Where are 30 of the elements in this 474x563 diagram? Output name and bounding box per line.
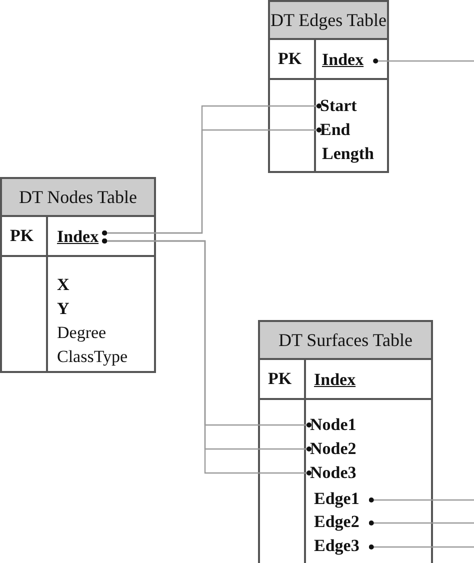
connector-line (368, 520, 474, 526)
connector-line (368, 498, 474, 502)
field-name: Degree (57, 323, 106, 343)
key-label: PK (268, 369, 292, 389)
key-label: PK (10, 226, 34, 246)
field-name: Y (57, 299, 70, 319)
connector-line (368, 544, 474, 550)
field-name: Start (320, 96, 357, 116)
field-name: Node1 (310, 415, 356, 435)
table-header: DT Surfaces Table (260, 322, 431, 360)
field-name: Length (322, 144, 374, 164)
field-name: Edge1 (314, 489, 360, 509)
field-name: Edge2 (314, 512, 360, 532)
connector-line (373, 58, 474, 64)
field-name: Index (322, 50, 364, 70)
connector-line (102, 128, 322, 236)
field-name: End (320, 120, 350, 140)
field-name: Node3 (310, 463, 356, 483)
entity-table (0, 177, 156, 373)
field-name: Index (314, 370, 356, 390)
field-name: Node2 (310, 439, 356, 459)
field-name: ClassType (57, 347, 128, 367)
entity-table (258, 320, 433, 563)
entity-table (268, 0, 389, 173)
table-header: DT Nodes Table (2, 179, 154, 217)
field-name: X (57, 275, 70, 295)
table-header: DT Edges Table (270, 2, 387, 40)
key-label: PK (278, 49, 302, 69)
field-name: Index (57, 227, 99, 247)
field-name: Edge3 (314, 536, 360, 556)
